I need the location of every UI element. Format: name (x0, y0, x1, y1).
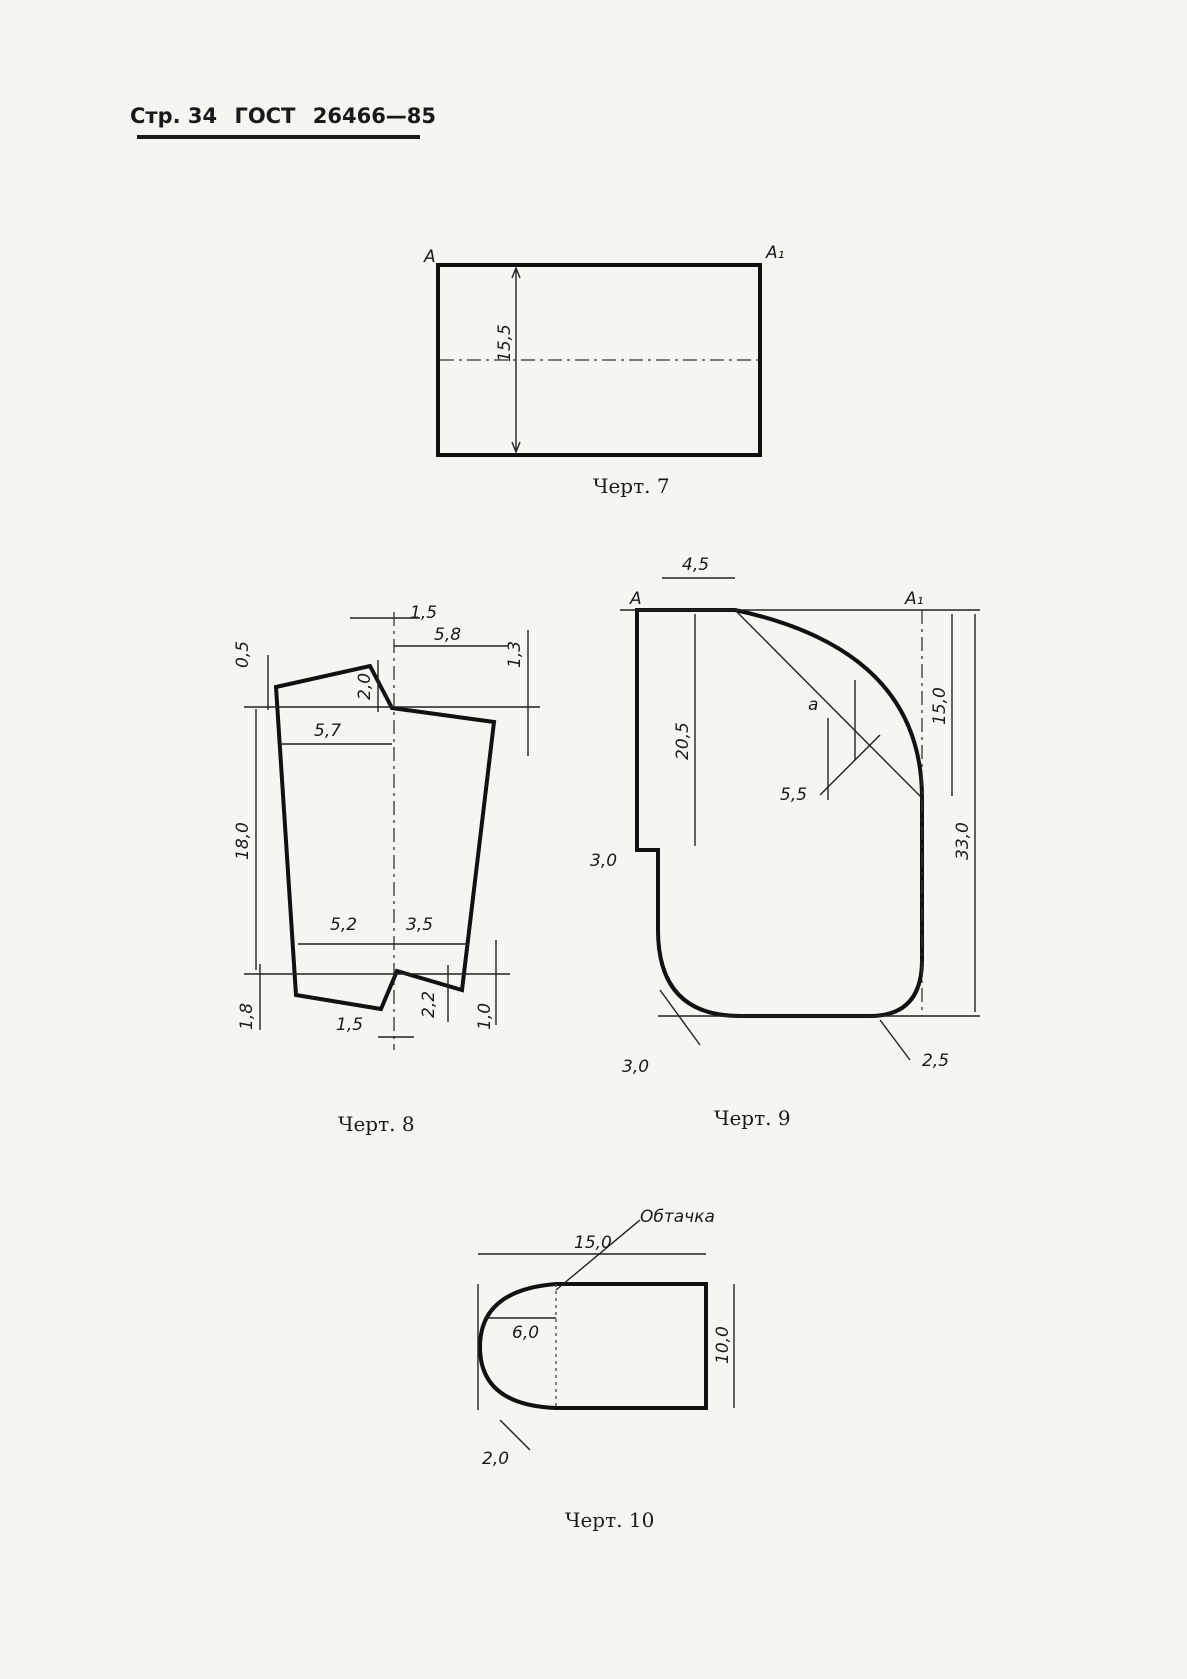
fig8-d6: 18,0 (233, 822, 253, 860)
standard-name: ГОСТ (234, 104, 296, 128)
fig8-d9: 2,2 (419, 991, 439, 1018)
header-rule (137, 135, 420, 139)
page-number: Стр. 34 (130, 104, 218, 128)
page-header: Стр. 34 ГОСТ 26466—85 (130, 104, 446, 128)
fig10-d0: 15,0 (574, 1233, 612, 1253)
fig10-label: Обтачка (640, 1207, 715, 1227)
fig8-caption: Черт. 8 (338, 1112, 415, 1136)
fig9-label-a1: А₁ (904, 589, 923, 609)
fig8-d0: 1,5 (410, 603, 437, 623)
fig9-d2: 15,0 (930, 687, 950, 725)
fig7-label-a: А (423, 247, 436, 267)
fig10-d1: 6,0 (512, 1323, 539, 1343)
fig8-d1: 5,8 (434, 625, 461, 645)
fig9-caption: Черт. 9 (714, 1106, 791, 1130)
fig9-outline (635, 608, 924, 1018)
fig7-arrows (511, 266, 521, 454)
fig9-d1: 20,5 (673, 722, 693, 760)
fig9-d4: 5,5 (780, 785, 807, 805)
fig9-d5: 3,0 (590, 851, 617, 871)
fig9-dim-25 (879, 1019, 911, 1061)
fig8-d3: 1,3 (505, 641, 525, 668)
fig8-d12: 1,5 (336, 1015, 363, 1035)
fig10-d3: 2,0 (482, 1449, 509, 1469)
fig7-rect (436, 263, 762, 457)
fig10-leader (555, 1219, 641, 1291)
fig10-outline (477, 1282, 708, 1410)
fig10-d2: 10,0 (713, 1326, 733, 1364)
fig8-d7: 5,2 (330, 915, 357, 935)
fig9-dim-55 (819, 734, 881, 796)
fig7-label-a1: А₁ (765, 243, 784, 263)
fig8-d5: 5,7 (314, 721, 341, 741)
fig9-dim-30 (659, 989, 701, 1046)
fig10-dim-20 (499, 1419, 531, 1451)
fig9-d0: 4,5 (682, 555, 709, 575)
fig7-dim-height: 15,5 (495, 324, 515, 362)
fig9-d3: 33,0 (953, 822, 973, 860)
fig9-point-a: а (808, 695, 818, 715)
fig9-d7: 2,5 (922, 1051, 949, 1071)
fig8-d11: 1,8 (237, 1003, 257, 1030)
fig8-d10: 1,0 (475, 1003, 495, 1030)
fig10-caption: Черт. 10 (565, 1508, 655, 1532)
fig9-label-a: А (629, 589, 642, 609)
fig8-d8: 3,5 (406, 915, 433, 935)
fig7-caption: Черт. 7 (593, 474, 670, 498)
fig9-d6: 3,0 (622, 1057, 649, 1077)
fig8-d4: 2,0 (355, 673, 375, 700)
fig9-diagonal (734, 609, 923, 799)
fig8-d2: 0,5 (233, 641, 253, 668)
standard-number: 26466—85 (312, 104, 437, 128)
